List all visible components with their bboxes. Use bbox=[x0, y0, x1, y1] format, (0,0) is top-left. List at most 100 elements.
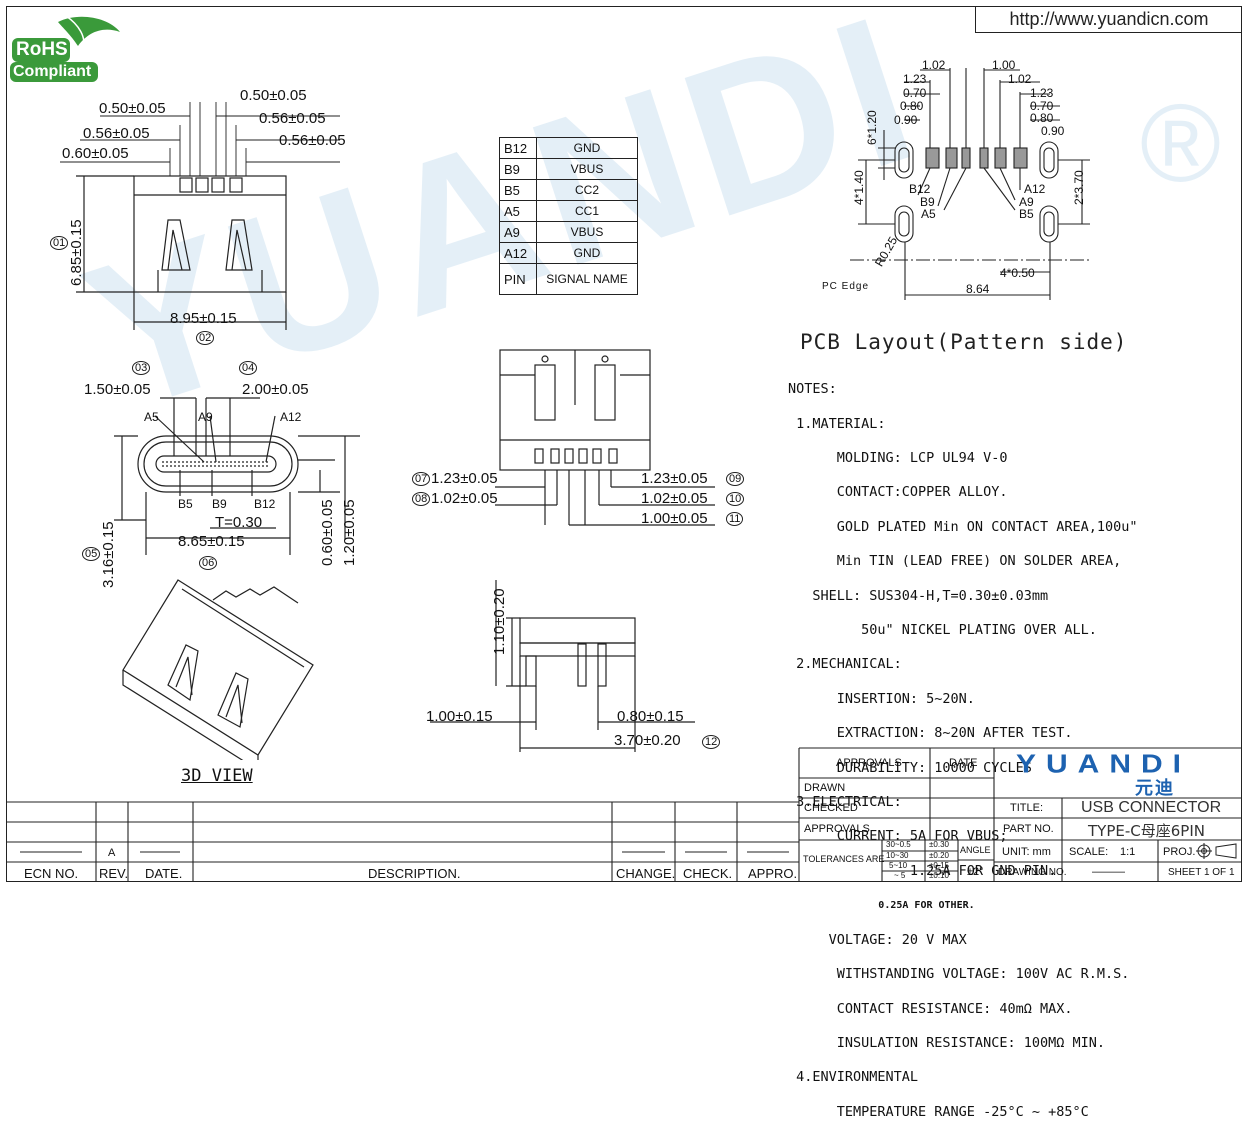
callout-09: 09 bbox=[726, 472, 745, 486]
pcb-edge-label: PC Edge bbox=[822, 281, 870, 292]
bottom-dim-11: 1.00±0.05 bbox=[641, 510, 708, 527]
checked-label: CHECKED bbox=[804, 802, 858, 814]
note-line: CONTACT:COPPER ALLOY. bbox=[788, 484, 1008, 501]
tol-range-1: 30~0.5 bbox=[886, 840, 911, 849]
note-line: INSERTION: 5~20N. bbox=[788, 690, 975, 707]
note-line: VOLTAGE: 20 V MAX bbox=[788, 931, 967, 948]
logo-text: YUANDI bbox=[1016, 750, 1192, 779]
pcb-pin-b5: B5 bbox=[1019, 207, 1034, 221]
note-line: WITHSTANDING VOLTAGE: 100V AC R.M.S. bbox=[788, 966, 1130, 983]
top-width-dim: 8.95±0.15 bbox=[170, 310, 237, 327]
bottom-dim-08: 1.02±0.05 bbox=[431, 490, 498, 507]
note-line: MOLDING: LCP UL94 V-0 bbox=[788, 450, 1008, 467]
pcb-layout-drawing bbox=[850, 68, 1090, 300]
bottom-dim-09: 1.23±0.05 bbox=[641, 470, 708, 487]
callout-06: 06 bbox=[199, 556, 218, 570]
top-dim-6: 0.56±0.05 bbox=[279, 132, 346, 149]
pcb-dim-top-5: 0.70 bbox=[903, 86, 927, 100]
callout-01: 01 bbox=[50, 236, 69, 250]
label-a9: A9 bbox=[198, 410, 213, 424]
label-a12: A12 bbox=[280, 410, 302, 424]
signal-cell: VBUS bbox=[536, 221, 638, 243]
title-value: USB CONNECTOR bbox=[1081, 799, 1222, 816]
col-date: DATE. bbox=[145, 866, 183, 881]
pcb-dim-top-10: 0.80 bbox=[1030, 111, 1054, 125]
rohs-leaf-icon bbox=[10, 15, 120, 82]
note-line: TEMPERATURE RANGE -25°C ~ +85°C bbox=[788, 1103, 1089, 1120]
front-dim-right: 2.00±0.05 bbox=[242, 381, 309, 398]
callout-12: 12 bbox=[702, 735, 721, 749]
note-line: GOLD PLATED Min ON CONTACT AREA,100u" bbox=[788, 518, 1138, 535]
note-line: Min TIN (LEAD FREE) ON SOLDER AREA, bbox=[788, 553, 1122, 570]
callout-07: 07 bbox=[412, 472, 431, 486]
pcb-dim-top-1: 1.02 bbox=[922, 58, 946, 72]
proj-label: PROJ. bbox=[1163, 846, 1196, 858]
pcb-dim-top-3: 1.23 bbox=[903, 72, 927, 86]
side-total-dim: 3.70±0.20 bbox=[614, 732, 681, 749]
label-a5: A5 bbox=[144, 410, 159, 424]
watermark-registered: ® bbox=[1140, 82, 1222, 205]
pcb-bottom-dim-1: 4*0.50 bbox=[1000, 266, 1035, 280]
bottom-view-drawing bbox=[495, 349, 715, 526]
callout-02: 02 bbox=[196, 331, 215, 345]
side-left-dim: 1.00±0.15 bbox=[426, 708, 493, 725]
label-b12: B12 bbox=[254, 497, 276, 511]
front-view-drawing bbox=[114, 397, 360, 555]
rev-value: A bbox=[108, 847, 116, 859]
callout-04: 04 bbox=[239, 361, 258, 375]
tol-value-1: ±0.30 bbox=[929, 840, 949, 849]
drawing-no-value: ——— bbox=[1092, 866, 1125, 878]
side-right-dim: 0.80±0.15 bbox=[617, 708, 684, 725]
3d-view-drawing bbox=[122, 579, 314, 760]
label-b5: B5 bbox=[178, 497, 193, 511]
angle-label: ANGLE bbox=[960, 845, 991, 855]
tol-value-3: ±0.15 bbox=[929, 861, 949, 870]
note-line: CONTACT RESISTANCE: 40mΩ MAX. bbox=[788, 1000, 1073, 1017]
sheet-label: SHEET 1 OF 1 bbox=[1168, 867, 1235, 878]
tolerances-label: TOLERANCES ARE bbox=[803, 854, 885, 864]
col-appro: APPRO. bbox=[748, 866, 798, 881]
tol-value-4: ±0.10 bbox=[929, 871, 949, 880]
rohs-text: RoHS bbox=[16, 39, 68, 60]
pcb-dim-top-9: 0.90 bbox=[894, 113, 918, 127]
note-line: EXTRACTION: 8~20N AFTER TEST. bbox=[788, 725, 1073, 742]
date-header: DATE bbox=[949, 757, 978, 769]
pcb-pin-b12: B12 bbox=[909, 182, 931, 196]
signal-header: SIGNAL NAME bbox=[536, 263, 638, 295]
pcb-dim-top-8: 0.70 bbox=[1030, 99, 1054, 113]
pcb-dim-top-4: 1.02 bbox=[1008, 72, 1032, 86]
thickness-label: T=0.30 bbox=[215, 514, 263, 531]
drawn-label: DRAWN bbox=[804, 782, 846, 794]
notes-heading: NOTES: bbox=[788, 381, 837, 398]
pcb-bottom-dim-2: 8.64 bbox=[966, 282, 990, 296]
scale-value: 1:1 bbox=[1120, 846, 1136, 858]
part-label: PART NO. bbox=[1003, 823, 1054, 835]
col-check: CHECK. bbox=[683, 866, 733, 881]
col-ecn: ECN NO. bbox=[24, 866, 79, 881]
website-url[interactable]: http://www.yuandicn.com bbox=[975, 6, 1242, 33]
callout-05: 05 bbox=[82, 547, 101, 561]
compliant-text: Compliant bbox=[13, 63, 92, 80]
scale-label: SCALE: bbox=[1069, 846, 1109, 858]
col-change: CHANGE. bbox=[616, 866, 676, 881]
tol-range-2: 10~30 bbox=[886, 851, 909, 860]
top-view-drawing bbox=[60, 102, 340, 330]
approvals-header: APPROVALS bbox=[836, 757, 902, 769]
col-description: DESCRIPTION. bbox=[368, 866, 461, 881]
pcb-dim-top-2: 1.00 bbox=[992, 58, 1016, 72]
drawing-frame bbox=[6, 6, 1242, 882]
3d-view-label: 3D VIEW bbox=[181, 766, 253, 786]
bottom-dim-07: 1.23±0.05 bbox=[431, 470, 498, 487]
pcb-pin-a12: A12 bbox=[1024, 182, 1046, 196]
pcb-dim-top-11: 0.90 bbox=[1041, 124, 1065, 138]
part-value: TYPE-C母座6PIN bbox=[1088, 822, 1205, 840]
top-dim-3: 0.56±0.05 bbox=[83, 125, 150, 142]
pcb-dim-top-7: 0.80 bbox=[900, 99, 924, 113]
pcb-pin-a5: A5 bbox=[921, 207, 936, 221]
note-line: 50u" NICKEL PLATING OVER ALL. bbox=[788, 622, 1097, 639]
title-block-grid bbox=[6, 747, 1242, 882]
pcb-pin-b9: B9 bbox=[920, 195, 935, 209]
